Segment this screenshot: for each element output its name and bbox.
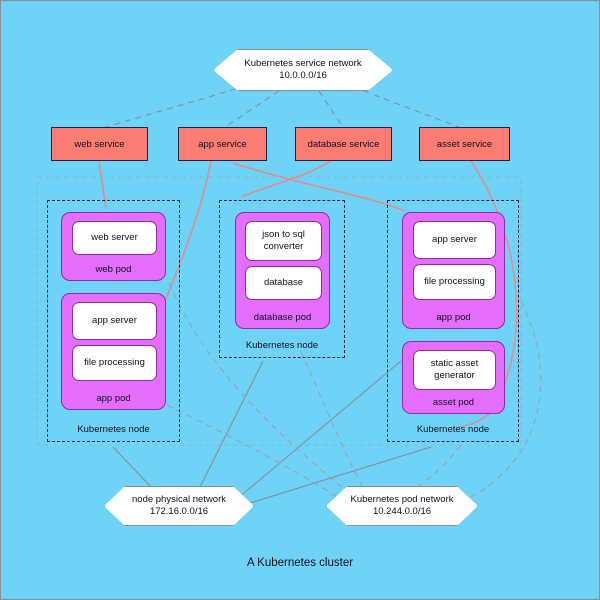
container-label: json to sql converter [262,229,305,252]
container-label: database [263,277,304,289]
pod-label: asset pod [432,397,475,408]
service-database-service[interactable]: database service [295,127,392,161]
link-database-pod-podnetwork [300,350,364,488]
node-label: Kubernetes node [416,424,490,435]
link-app-service-app-pod [162,160,212,307]
link-asset-service-asset-pod [470,160,518,412]
container-app-server[interactable]: app server [72,302,157,340]
link-service-network-asset [352,86,465,130]
link-node-middle-physical [196,360,264,494]
network-cidr: 10.0.0.0/16 [279,70,327,81]
service-asset-service[interactable]: asset service [419,127,510,161]
node-left: Kubernetes node [47,200,180,442]
link-asset-pod-podnetwork [452,300,542,506]
service-label: web service [74,138,125,150]
pod-label: app pod [436,312,471,323]
pod-database-pod[interactable]: json to sql converter database database … [235,212,330,329]
link-service-network-web [98,88,237,130]
pod-app-pod-right[interactable]: app server file processing app pod [402,212,505,329]
network-node-physical-network: node physical network 172.16.0.0/16 [104,486,254,526]
pod-web-pod[interactable]: web server web pod [61,212,166,281]
container-label: app server [432,234,477,246]
network-cidr: 10.244.0.0/16 [372,506,432,517]
network-title: Kubernetes service network [244,57,362,69]
container-web-server[interactable]: web server [72,221,157,255]
container-label: static asset generator [430,358,479,381]
pod-app-pod-left[interactable]: app server file processing app pod [61,293,166,410]
link-service-network-database [318,90,345,130]
network-title: Kubernetes pod network [350,493,454,505]
network-service-network: Kubernetes service network 10.0.0.0/16 [213,49,393,91]
link-app-service-right-app-pod [232,162,406,212]
container-label: file processing [84,357,145,369]
service-label: app service [198,138,247,150]
service-web-service[interactable]: web service [51,127,148,161]
link-service-network-app [221,90,280,130]
container-database[interactable]: database [245,266,322,300]
pod-label: database pod [253,312,312,323]
link-database-service-database-pod [240,160,332,198]
container-label: web server [91,232,138,244]
link-node-left-physical [112,446,154,490]
service-app-service[interactable]: app service [178,127,267,161]
link-web-service-web-pod [98,160,107,210]
link-node-right-pod-physical [236,360,402,500]
network-title: node physical network [132,493,226,505]
cluster-boundary [36,176,522,446]
pod-asset-pod[interactable]: static asset generator asset pod [402,341,505,414]
diagram-caption: A Kubernetes cluster [246,557,354,569]
link-app-pod-right-podnetwork [410,444,462,492]
node-label: Kubernetes node [77,424,150,435]
container-app-server[interactable]: app server [413,221,496,259]
network-pod-network: Kubernetes pod network 10.244.0.0/16 [326,486,478,526]
container-static-asset-generator[interactable]: static asset generator [413,350,496,390]
link-node-right-physical [236,446,432,508]
node-label: Kubernetes node [245,340,319,351]
container-label: app server [92,315,137,327]
network-cidr: 172.16.0.0/16 [149,506,209,517]
container-file-processing[interactable]: file processing [72,345,157,381]
service-label: asset service [436,138,493,150]
pod-label: web pod [95,264,132,275]
container-json-to-sql-converter[interactable]: json to sql converter [245,221,322,261]
service-label: database service [307,138,380,150]
node-middle: Kubernetes node [219,200,345,358]
container-file-processing[interactable]: file processing [413,264,496,300]
node-right: Kubernetes node [387,200,519,442]
link-web-pod-podnetwork [168,282,350,494]
pod-label: app pod [96,393,131,404]
container-label: file processing [424,276,485,288]
